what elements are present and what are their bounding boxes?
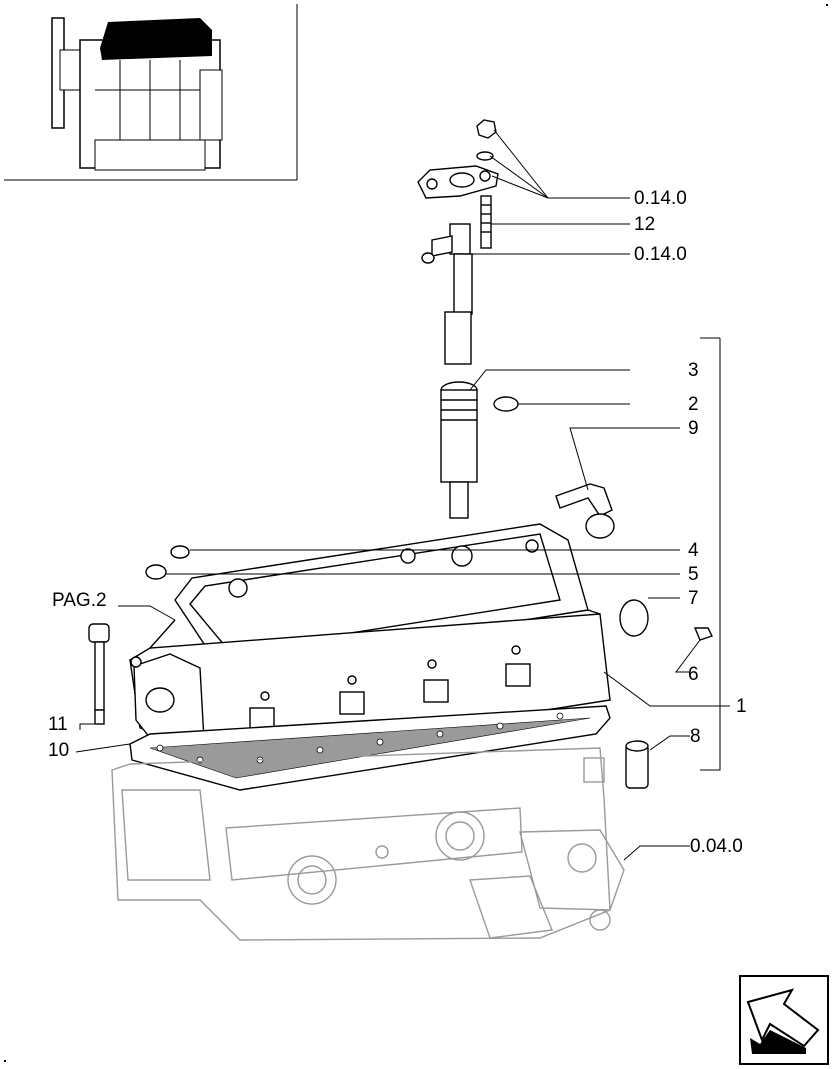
callout-7: 7 xyxy=(688,588,699,609)
callout-0-04-0: 0.04.0 xyxy=(690,836,743,857)
injector-assembly xyxy=(417,119,615,539)
head-bolt xyxy=(88,623,110,725)
callout-8: 8 xyxy=(690,726,701,747)
callout-10: 10 xyxy=(48,740,69,761)
callout-5: 5 xyxy=(688,564,699,585)
callout-6: 6 xyxy=(688,664,699,685)
callout-9: 9 xyxy=(688,418,699,439)
callout-pag-2: PAG.2 xyxy=(52,590,107,611)
callout-labels: 0.14.0 12 0.14.0 3 2 9 4 5 PAG.2 7 6 1 1… xyxy=(48,188,747,857)
callout-1: 1 xyxy=(736,696,747,717)
callout-3: 3 xyxy=(688,360,699,381)
callout-12: 12 xyxy=(634,214,655,235)
engine-thumbnail-icon[interactable] xyxy=(4,4,298,181)
callout-0-14-0-top: 0.14.0 xyxy=(634,188,687,209)
cylinder-head xyxy=(129,523,713,789)
leader-lines xyxy=(75,129,730,861)
callout-0-14-0-mid: 0.14.0 xyxy=(634,244,687,265)
callout-11: 11 xyxy=(48,714,68,735)
callout-4: 4 xyxy=(688,540,699,561)
next-page-arrow-icon[interactable] xyxy=(739,975,829,1065)
head-gasket xyxy=(129,705,611,791)
engine-block xyxy=(111,747,625,941)
callout-2: 2 xyxy=(688,394,699,415)
